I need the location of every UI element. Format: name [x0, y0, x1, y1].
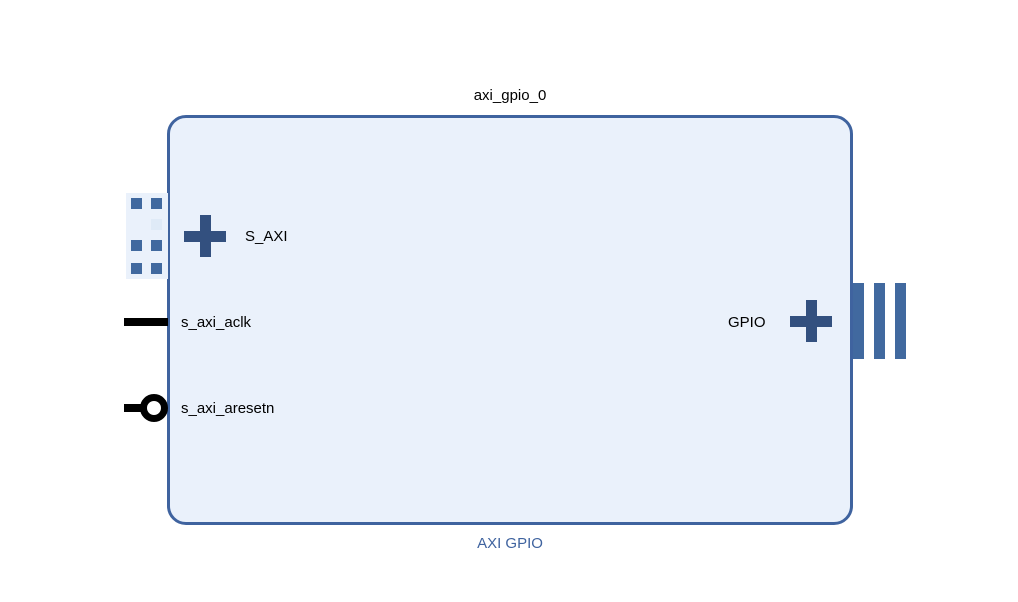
- s-axi-aclk-pin-stub[interactable]: [124, 318, 168, 326]
- bus-marker-bar: [874, 283, 885, 359]
- bus-marker-square: [131, 198, 142, 209]
- s-axi-aresetn-active-low-bubble-icon[interactable]: [140, 394, 168, 422]
- ip-block-body[interactable]: [167, 115, 853, 525]
- bus-marker-square: [151, 240, 162, 251]
- block-type-label: AXI GPIO: [477, 535, 543, 552]
- s-axi-bus-stub[interactable]: [126, 193, 168, 279]
- bus-marker-square: [151, 198, 162, 209]
- s-axi-expand-plus-icon[interactable]: [184, 215, 226, 257]
- bus-marker-square: [151, 263, 162, 274]
- port-label-s-axi-aclk: s_axi_aclk: [181, 314, 252, 331]
- port-label-s-axi: S_AXI: [245, 228, 288, 245]
- gpio-expand-plus-icon[interactable]: [790, 300, 832, 342]
- bus-marker-square-faint: [151, 219, 162, 230]
- s-axi-aresetn-pin-stub[interactable]: [124, 404, 146, 412]
- port-label-s-axi-aresetn: s_axi_aresetn: [181, 400, 275, 417]
- instance-name-label: axi_gpio_0: [473, 87, 547, 104]
- bus-marker-bar: [895, 283, 906, 359]
- port-label-gpio: GPIO: [728, 314, 766, 331]
- bus-marker-square: [131, 240, 142, 251]
- bus-marker-square: [131, 263, 142, 274]
- gpio-bus-stub[interactable]: [853, 283, 906, 359]
- bus-marker-bar: [853, 283, 864, 359]
